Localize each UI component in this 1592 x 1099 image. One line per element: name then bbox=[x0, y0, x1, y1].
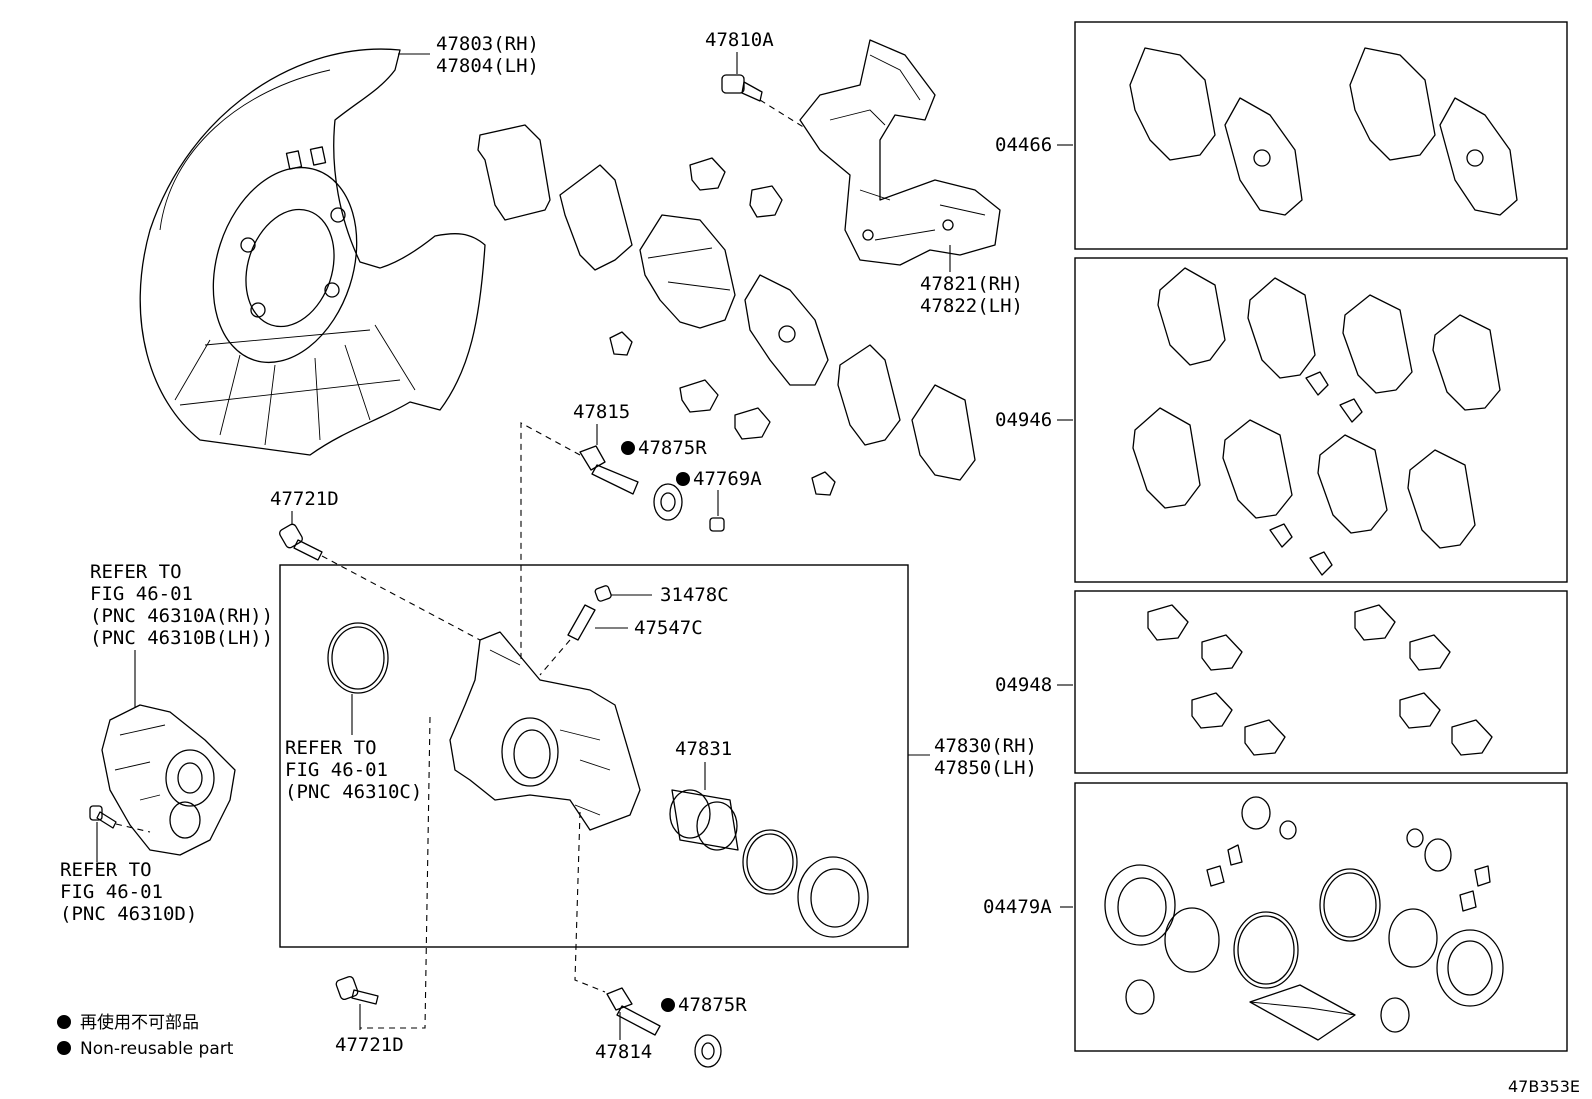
kit-04946-label: 04946 bbox=[995, 409, 1052, 431]
disc-brake-dust-shield[interactable] bbox=[139, 48, 486, 456]
non-reusable-dot-47769a bbox=[676, 472, 690, 486]
bleeder-plug-47547c[interactable] bbox=[567, 604, 596, 641]
bolt-47721d-bottom-label: 47721D bbox=[335, 1034, 404, 1056]
refer-d-line-1: REFER TO bbox=[60, 859, 152, 881]
refer-a-line-1: REFER TO bbox=[90, 561, 182, 583]
anti-squeal-shim-inner-1[interactable] bbox=[837, 344, 901, 446]
refer-a-line-2: FIG 46-01 bbox=[90, 583, 193, 605]
kit-04946-shims bbox=[1132, 267, 1501, 576]
refer-d-line-2: FIG 46-01 bbox=[60, 881, 163, 903]
pin-47814-label: 47814 bbox=[595, 1041, 652, 1063]
caliper-piston-47831[interactable] bbox=[669, 789, 739, 851]
kit-04479a-label: 04479A bbox=[983, 896, 1052, 918]
drawing-code: 47B353E bbox=[1508, 1077, 1580, 1096]
shield-part-number-lh: 47804(LH) bbox=[436, 55, 539, 77]
shield-part-number-rh: 47803(RH) bbox=[436, 33, 539, 55]
slide-pin-47814[interactable] bbox=[606, 987, 661, 1036]
refer-a-line-4: (PNC 46310B(LH)) bbox=[90, 627, 273, 649]
kit-04948-support-plates bbox=[1147, 604, 1493, 756]
caliper-cylinder-body[interactable] bbox=[449, 631, 641, 831]
legend-english: Non-reusable part bbox=[80, 1039, 234, 1059]
kit-box-04946[interactable] bbox=[1074, 257, 1568, 583]
anti-squeal-shim-inner-2[interactable] bbox=[911, 384, 976, 481]
bleeder-refer-d[interactable] bbox=[89, 805, 117, 829]
caliper-part-number-lh: 47850(LH) bbox=[934, 757, 1037, 779]
brake-pad-inner[interactable] bbox=[744, 274, 829, 386]
refer-c-line-3: (PNC 46310C) bbox=[285, 781, 422, 803]
refer-d-line-3: (PNC 46310D) bbox=[60, 903, 197, 925]
pad-wear-indicator-2[interactable] bbox=[811, 471, 836, 496]
legend-dot-japanese bbox=[57, 1015, 71, 1029]
bolt-47721d-top[interactable] bbox=[278, 523, 323, 561]
cap-31478c-label: 31478C bbox=[660, 584, 729, 606]
boot-47875r-bottom-label: 47875R bbox=[678, 994, 747, 1016]
piston-47831-label: 47831 bbox=[675, 738, 732, 760]
bleeder-plug-cap-31478c[interactable] bbox=[594, 585, 612, 602]
kit-04466-pads bbox=[1129, 47, 1518, 216]
bolt-47721d-bottom[interactable] bbox=[335, 976, 379, 1005]
pad-wear-indicator-1[interactable] bbox=[609, 331, 633, 356]
caliper-mounting-bracket[interactable] bbox=[799, 39, 1001, 266]
brake-pad-outer[interactable] bbox=[639, 214, 736, 329]
non-reusable-dot-47875r-bottom bbox=[661, 998, 675, 1012]
bushing-47769a-label: 47769A bbox=[693, 468, 762, 490]
pad-support-plate-2[interactable] bbox=[749, 185, 783, 218]
refer-c-line-2: FIG 46-01 bbox=[285, 759, 388, 781]
cylinder-slide-boot-47875r-top[interactable] bbox=[653, 483, 683, 521]
mounting-part-number-rh: 47821(RH) bbox=[920, 273, 1023, 295]
boot-47875r-top-label: 47875R bbox=[638, 437, 707, 459]
legend-dot-english bbox=[57, 1041, 71, 1055]
caliper-seal-ring-refer[interactable] bbox=[327, 622, 389, 694]
piston-seal[interactable] bbox=[742, 829, 798, 895]
pad-support-plate-3[interactable] bbox=[679, 379, 719, 413]
kit-box-04466[interactable] bbox=[1074, 21, 1568, 250]
mounting-part-number-lh: 47822(LH) bbox=[920, 295, 1023, 317]
cylinder-slide-boot-47875r-bottom[interactable] bbox=[694, 1034, 722, 1068]
kit-box-04948[interactable] bbox=[1074, 590, 1568, 774]
bushing-47769a[interactable] bbox=[709, 517, 725, 532]
pin-47815-label: 47815 bbox=[573, 401, 630, 423]
kit-box-04479a[interactable] bbox=[1074, 782, 1568, 1052]
bolt-47721d-top-label: 47721D bbox=[270, 488, 339, 510]
anti-squeal-shim-outer-2[interactable] bbox=[559, 164, 633, 271]
pad-support-plate-4[interactable] bbox=[734, 407, 771, 440]
refer-a-line-3: (PNC 46310A(RH)) bbox=[90, 605, 273, 627]
non-reusable-dot-47875r-top bbox=[621, 441, 635, 455]
cylinder-boot[interactable] bbox=[797, 856, 869, 938]
pad-support-plate-1[interactable] bbox=[689, 157, 726, 191]
legend-japanese: 再使用不可部品 bbox=[80, 1012, 199, 1033]
kit-04948-label: 04948 bbox=[995, 674, 1052, 696]
caliper-assembly-box bbox=[279, 564, 909, 948]
refer-c-line-1: REFER TO bbox=[285, 737, 377, 759]
caliper-assembly-refer-a[interactable] bbox=[101, 704, 236, 856]
anti-squeal-shim-outer-1[interactable] bbox=[477, 124, 551, 221]
kit-04466-label: 04466 bbox=[995, 134, 1052, 156]
bleeder-47547c-label: 47547C bbox=[634, 617, 703, 639]
bolt-47810a[interactable] bbox=[721, 74, 763, 102]
caliper-part-number-rh: 47830(RH) bbox=[934, 735, 1037, 757]
slide-pin-47815[interactable] bbox=[579, 445, 639, 495]
bolt-47810a-label: 47810A bbox=[705, 29, 774, 51]
kit-04479a-seal-parts bbox=[1104, 796, 1504, 1041]
